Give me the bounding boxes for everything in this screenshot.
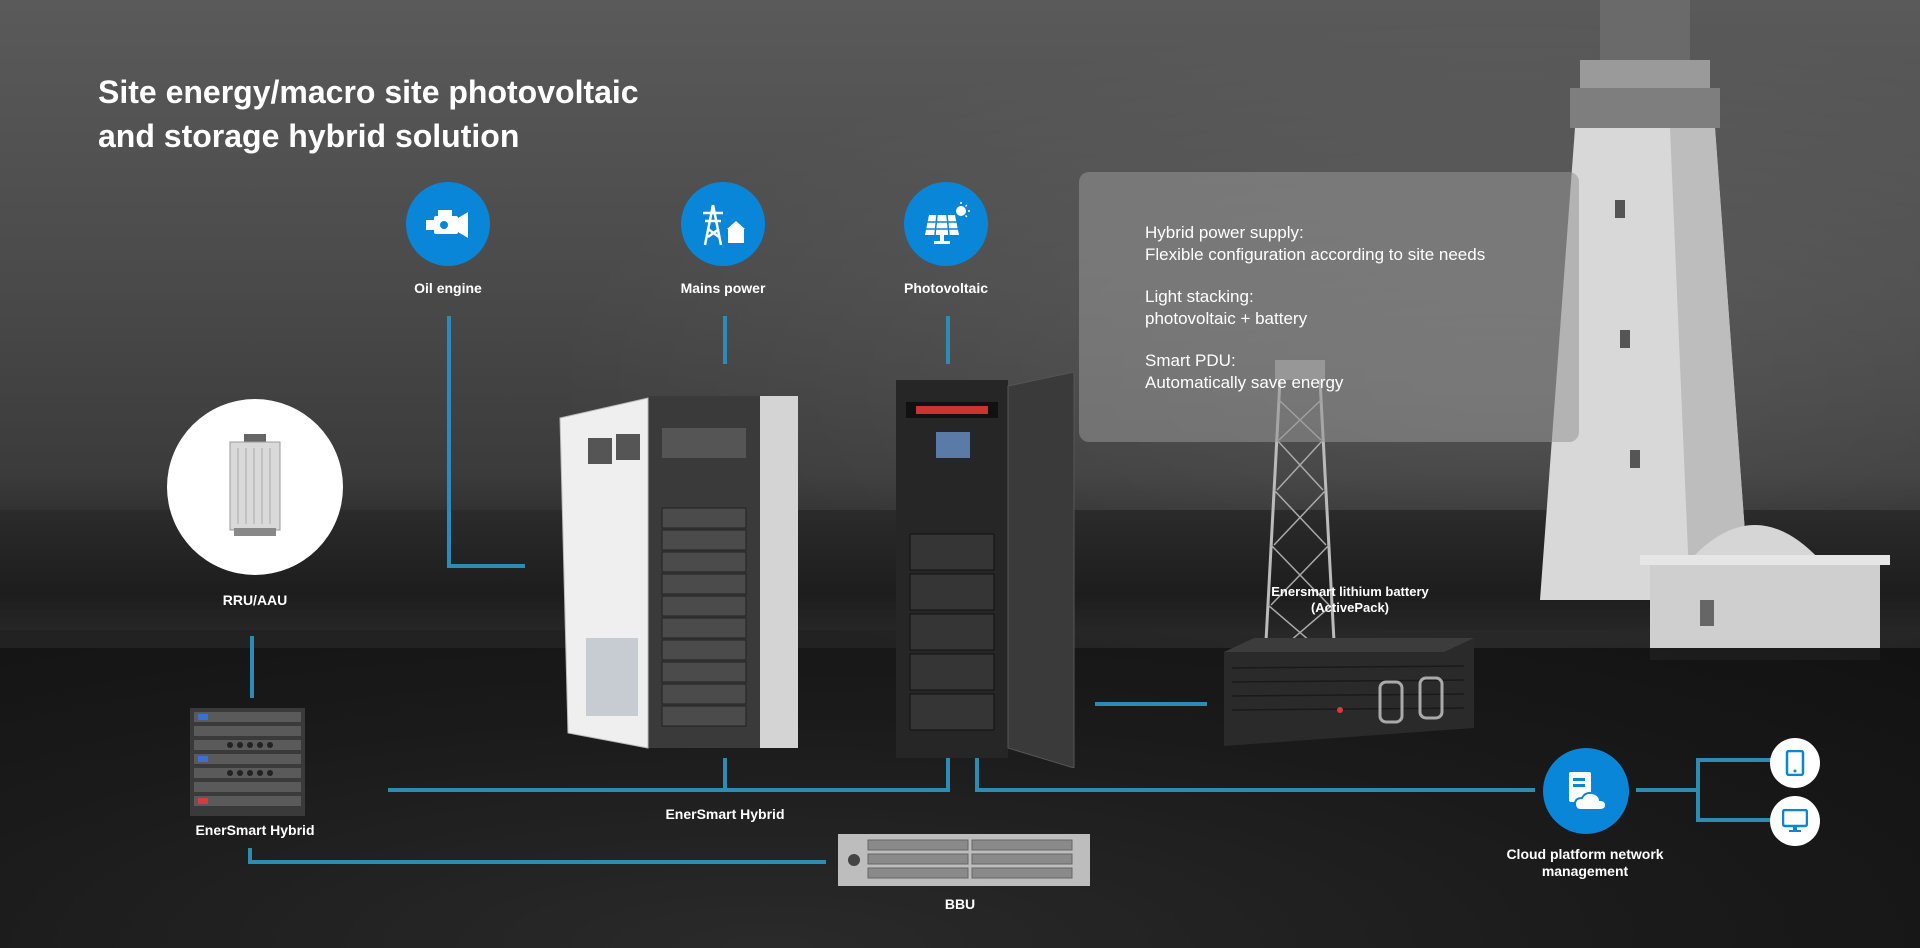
desktop-device-circle (1770, 796, 1820, 846)
photovoltaic-label: Photovoltaic (903, 280, 988, 296)
enersmart-hybrid-rack-image (190, 708, 305, 816)
rru-aau-device-image (229, 434, 281, 536)
info-smart-pdu: Smart PDU: Automatically save energy (1145, 351, 1344, 392)
enersmart-hybrid-center-label: EnerSmart Hybrid (665, 806, 785, 822)
lighthouse-image (1540, 0, 1890, 660)
connector-bus-left (388, 788, 950, 792)
info-light-stacking: Light stacking: photovoltaic + battery (1145, 287, 1308, 328)
battery-label: Enersmart lithium battery (ActivePack) (1271, 584, 1429, 615)
connector-pv-cab-down (946, 758, 950, 790)
connector-bbu (248, 860, 826, 864)
title-line-1: Site energy/macro site photovoltaic (98, 74, 639, 110)
enersmart-hybrid-cabinet-image (559, 396, 798, 749)
source-oil-engine: Oil engine (348, 182, 548, 296)
connector-device-bottom (1696, 818, 1772, 822)
enersmart-hybrid-left-label: EnerSmart Hybrid (195, 822, 315, 838)
rru-aau-circle (167, 399, 343, 575)
connector-rru (250, 636, 254, 698)
pv-cabinet-image (896, 372, 1075, 768)
connector-oil-horizontal (447, 564, 525, 568)
monitor-icon (1782, 809, 1808, 832)
cloud-platform-icon (1543, 748, 1629, 834)
connector-battery (1095, 702, 1207, 706)
oil-engine-label: Oil engine (414, 280, 482, 296)
source-mains-power: Mains power (623, 182, 823, 296)
connector-oil-vertical (447, 316, 451, 568)
page-title: Site energy/macro site photovoltaic and … (98, 70, 798, 158)
connector-mains (723, 316, 727, 364)
tablet-icon (1785, 750, 1805, 776)
lithium-battery-image (1224, 638, 1474, 746)
connector-device-top (1696, 758, 1772, 762)
info-hybrid-power: Hybrid power supply: Flexible configurat… (1145, 223, 1486, 264)
connector-hybrid-down (723, 758, 727, 790)
connector-device-stub (1636, 788, 1698, 792)
power-tower-icon (681, 182, 765, 266)
connector-device-trunk (1696, 758, 1700, 822)
connector-cloud-down (975, 758, 979, 790)
title-line-2: and storage hybrid solution (98, 118, 520, 154)
rru-aau-label: RRU/AAU (222, 592, 288, 608)
bbu-device-image (838, 834, 1090, 886)
cloud-platform-label: Cloud platform network management (1506, 846, 1664, 879)
connector-bus-right (975, 788, 1535, 792)
mains-power-label: Mains power (680, 280, 766, 296)
source-photovoltaic: Photovoltaic (846, 182, 1046, 296)
bbu-label: BBU (944, 896, 976, 912)
connector-bbu-vertical (248, 848, 252, 862)
feature-info-panel: Hybrid power supply: Flexible configurat… (1079, 172, 1579, 442)
oil-engine-icon (406, 182, 490, 266)
connector-pv (946, 316, 950, 364)
solar-panel-icon (904, 182, 988, 266)
tablet-device-circle (1770, 738, 1820, 788)
